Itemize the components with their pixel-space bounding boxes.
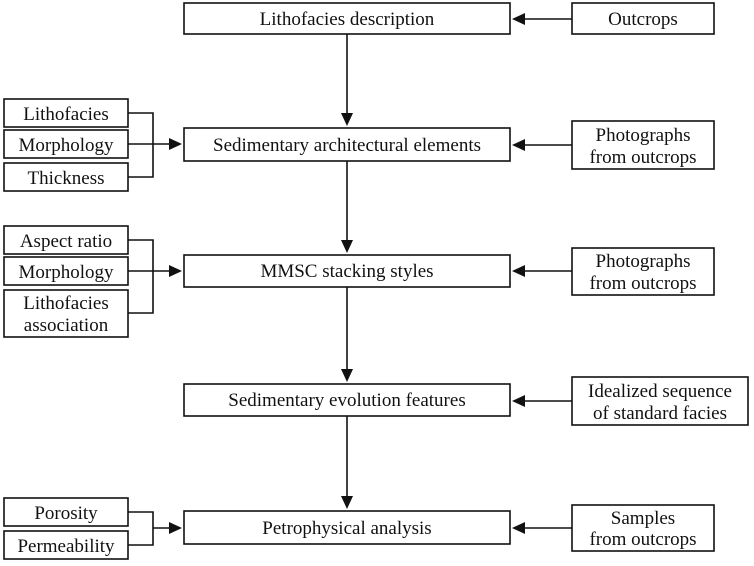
- input-samples: Samples from outcrops: [571, 504, 715, 552]
- input-photographs-2-line-1: Photographs: [596, 251, 691, 272]
- arrow-main-4-5: [341, 416, 353, 509]
- main-step-3: MMSC stacking styles: [183, 254, 511, 288]
- input-photographs-1-line-1: Photographs: [596, 125, 691, 146]
- input-photographs-1-line-2: from outcrops: [589, 147, 696, 168]
- left-permeability: Permeability: [3, 530, 129, 560]
- input-samples-line-2: from outcrops: [589, 529, 696, 550]
- left-lithofacies-association: Lithofacies association: [3, 289, 129, 338]
- main-step-2-label: Sedimentary architectural elements: [213, 135, 481, 156]
- left-thickness: Thickness: [3, 162, 129, 192]
- arrow-main-3-4: [341, 287, 353, 382]
- main-step-4: Sedimentary evolution features: [183, 383, 511, 417]
- arrow-main-1-2: [341, 34, 353, 126]
- input-outcrops: Outcrops: [571, 2, 715, 35]
- left-thickness-label: Thickness: [27, 168, 104, 189]
- main-step-5-label: Petrophysical analysis: [262, 518, 431, 539]
- main-step-1-label: Lithofacies description: [260, 9, 435, 30]
- arrow-input-3: [512, 265, 572, 277]
- input-photographs-1: Photographs from outcrops: [571, 120, 715, 170]
- left-group-3-connector: [128, 511, 182, 546]
- arrow-main-2-3: [341, 161, 353, 253]
- input-idealized-sequence-line-1: Idealized sequence: [588, 381, 732, 402]
- arrow-input-1: [512, 13, 572, 25]
- input-outcrops-label: Outcrops: [608, 9, 678, 30]
- left-lithofacies-association-line-2: association: [24, 315, 109, 336]
- main-step-2: Sedimentary architectural elements: [183, 127, 511, 162]
- input-idealized-sequence: Idealized sequence of standard facies: [571, 376, 749, 426]
- left-lithofacies-label: Lithofacies: [23, 104, 108, 125]
- arrow-input-4: [512, 395, 572, 407]
- input-idealized-sequence-line-2: of standard facies: [593, 403, 727, 424]
- main-step-3-label: MMSC stacking styles: [260, 261, 433, 282]
- left-group-1-connector: [128, 112, 182, 178]
- left-porosity: Porosity: [3, 497, 129, 527]
- left-aspect-ratio: Aspect ratio: [3, 225, 129, 255]
- left-porosity-label: Porosity: [34, 503, 98, 524]
- input-photographs-2: Photographs from outcrops: [571, 247, 715, 296]
- left-lithofacies-association-line-1: Lithofacies: [23, 293, 108, 314]
- arrow-input-2: [512, 139, 572, 151]
- left-morphology-1: Morphology: [3, 129, 129, 159]
- left-aspect-ratio-label: Aspect ratio: [20, 231, 112, 252]
- main-step-4-label: Sedimentary evolution features: [228, 390, 465, 411]
- arrow-input-5: [512, 522, 572, 534]
- left-morphology-2-label: Morphology: [19, 262, 115, 283]
- left-permeability-label: Permeability: [17, 536, 115, 557]
- main-step-1: Lithofacies description: [183, 2, 511, 35]
- input-photographs-2-line-2: from outcrops: [589, 273, 696, 294]
- main-step-5: Petrophysical analysis: [183, 510, 511, 545]
- left-morphology-2: Morphology: [3, 256, 129, 286]
- input-samples-line-1: Samples: [611, 508, 675, 529]
- left-group-2-connector: [128, 239, 182, 314]
- left-lithofacies: Lithofacies: [3, 98, 129, 128]
- left-morphology-1-label: Morphology: [19, 135, 115, 156]
